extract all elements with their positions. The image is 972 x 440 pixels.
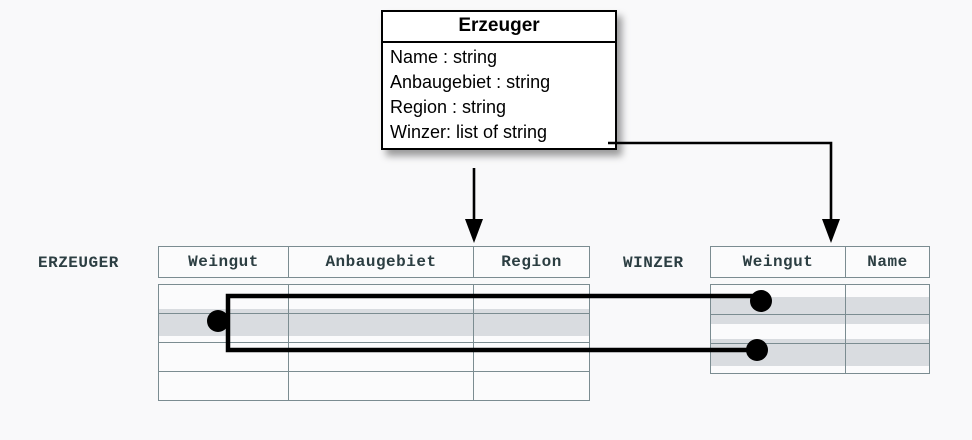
uml-class-title: Erzeuger bbox=[383, 12, 615, 43]
uml-class-erzeuger: Erzeuger Name : string Anbaugebiet : str… bbox=[381, 10, 617, 150]
row-divider bbox=[711, 343, 929, 344]
arrow-winzer-attribute-to-winzer-table bbox=[608, 141, 840, 243]
arrow-class-to-erzeuger bbox=[465, 168, 483, 243]
row-divider bbox=[159, 313, 589, 314]
table-body-erzeuger bbox=[158, 284, 590, 401]
row-divider bbox=[159, 371, 589, 372]
uml-attribute: Name : string bbox=[390, 46, 498, 67]
column-header-name: Name bbox=[867, 253, 908, 271]
table-label-winzer: WINZER bbox=[623, 254, 684, 272]
uml-attribute-list: Name : string Anbaugebiet : string Regio… bbox=[383, 43, 615, 148]
column-header-region: Region bbox=[501, 253, 562, 271]
column-header-weingut: Weingut bbox=[711, 247, 846, 277]
table-header-winzer: Weingut Name bbox=[710, 246, 930, 278]
row-highlight-band bbox=[711, 297, 929, 324]
table-header-erzeuger: Weingut Anbaugebiet Region bbox=[158, 246, 590, 278]
row-divider bbox=[159, 342, 589, 343]
uml-attribute: Anbaugebiet : string bbox=[390, 71, 551, 92]
table-label-erzeuger: ERZEUGER bbox=[38, 254, 119, 272]
column-divider bbox=[288, 285, 289, 400]
column-divider bbox=[473, 285, 474, 400]
uml-attribute: Region : string bbox=[390, 96, 507, 117]
uml-attribute: Winzer: list of string bbox=[390, 121, 548, 142]
column-divider bbox=[845, 285, 846, 373]
column-header-anbaugebiet: Anbaugebiet bbox=[289, 247, 474, 277]
table-body-winzer bbox=[710, 284, 930, 374]
row-divider bbox=[711, 314, 929, 315]
column-header-weingut: Weingut bbox=[159, 247, 289, 277]
